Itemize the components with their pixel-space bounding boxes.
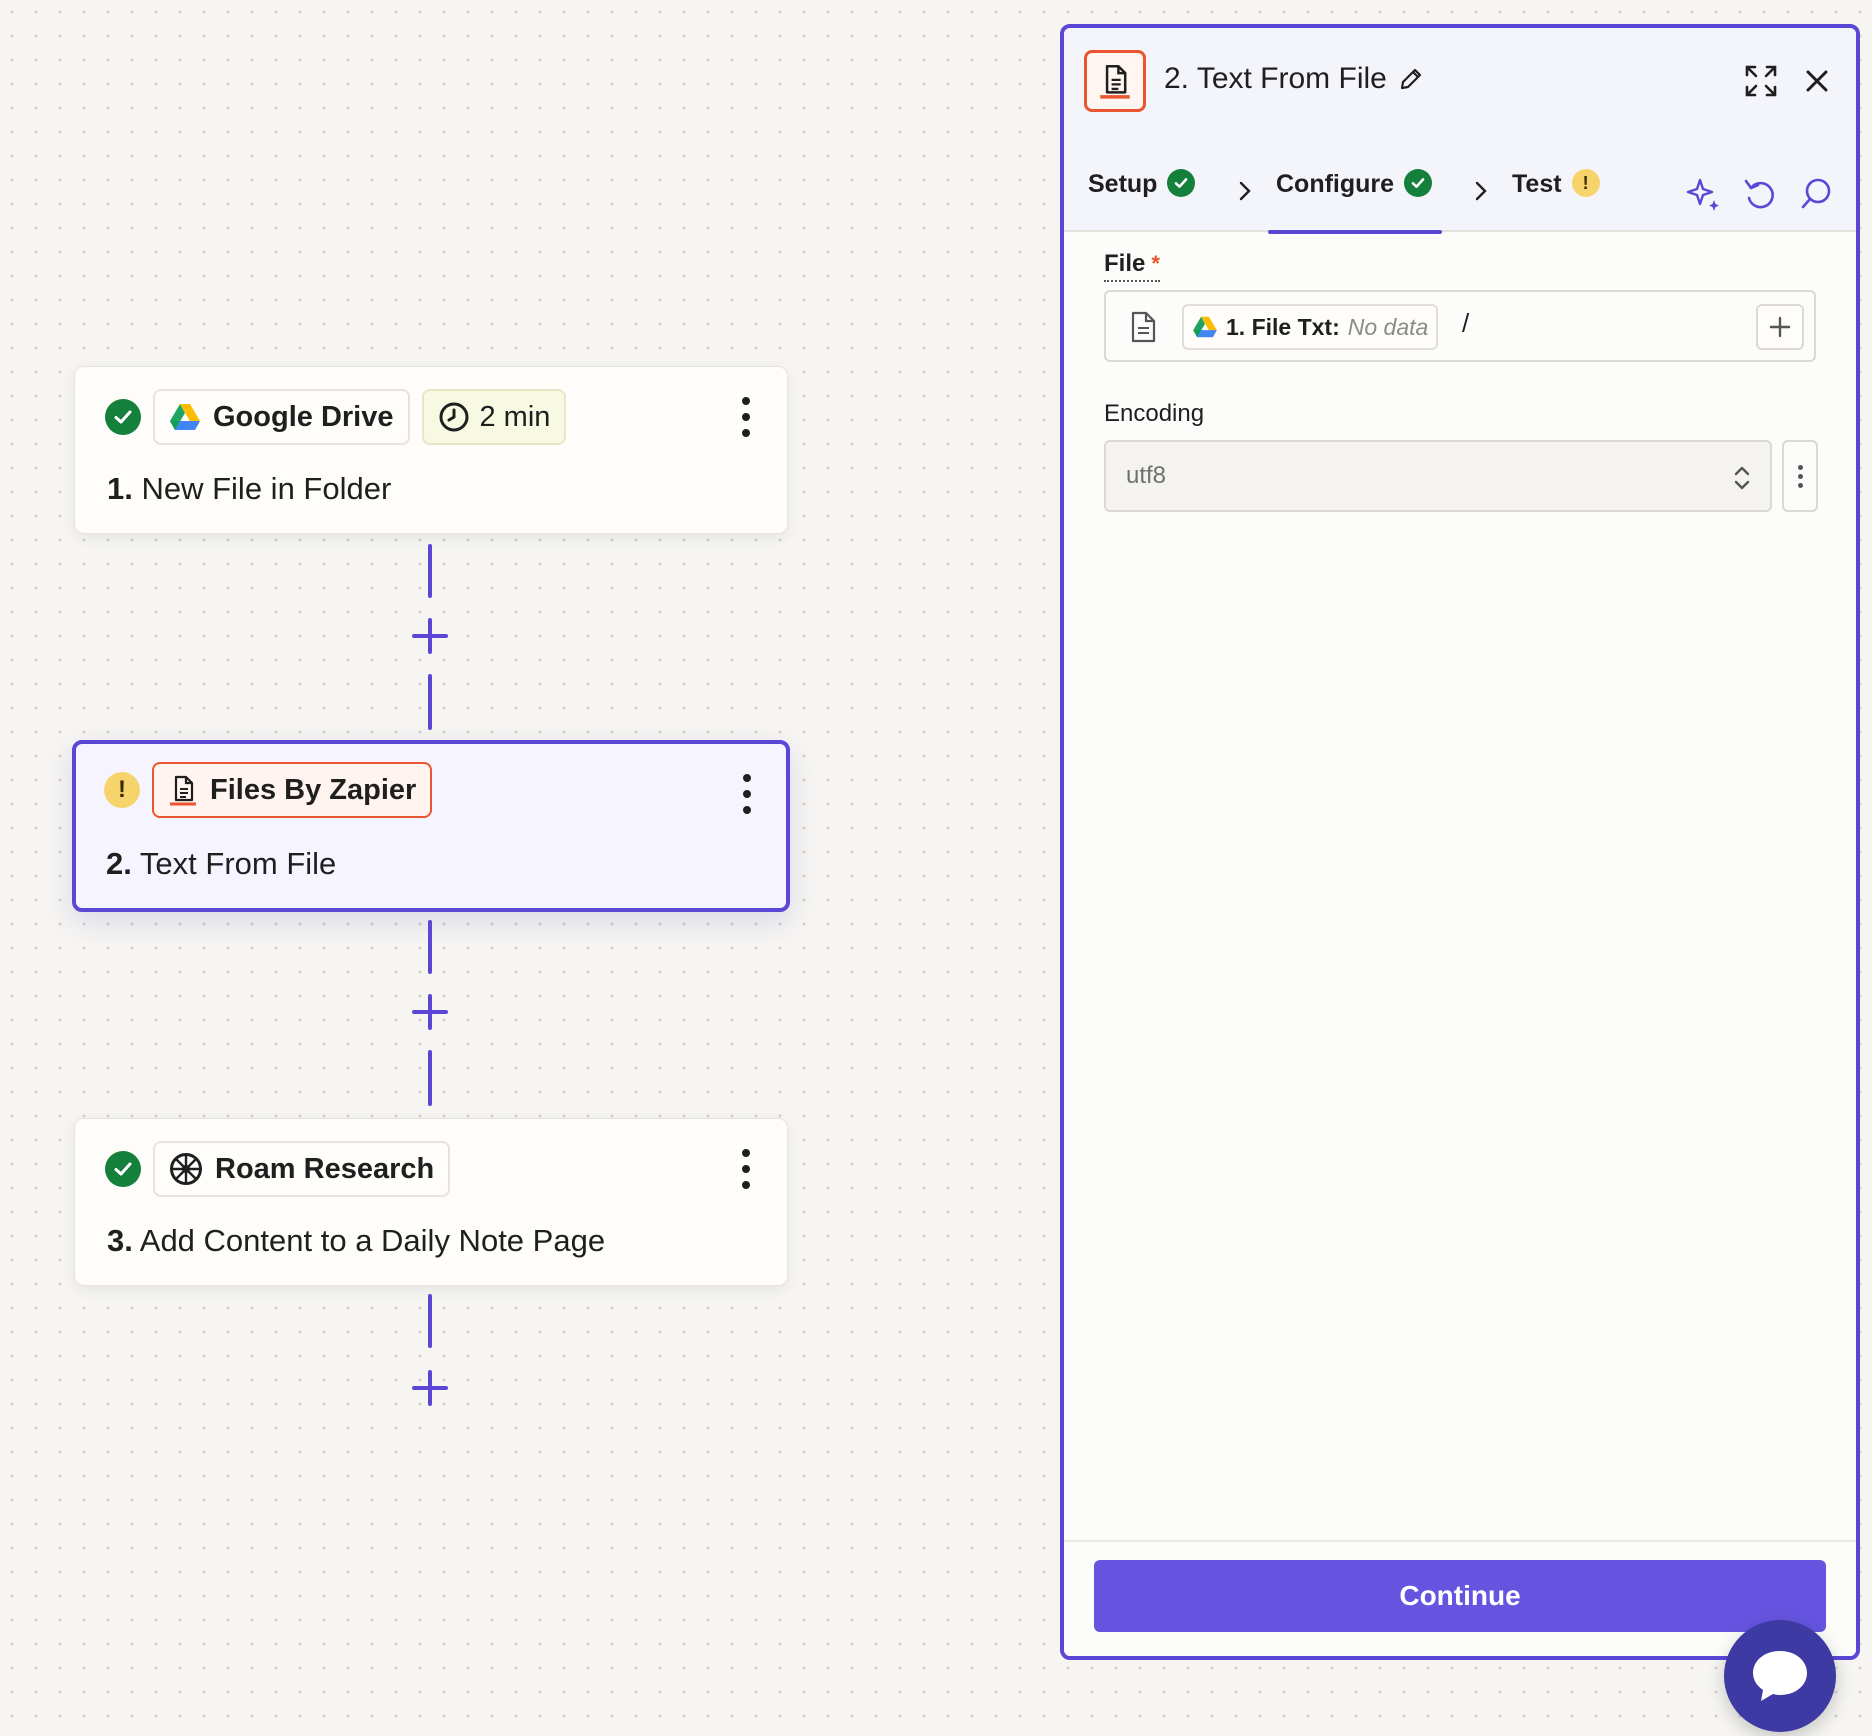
file-document-icon — [170, 775, 196, 806]
kebab-dot — [742, 1149, 750, 1157]
step-number: 1. — [107, 471, 133, 506]
tab-label: Setup — [1088, 170, 1158, 198]
kebab-dot — [743, 806, 751, 814]
connector-line — [428, 1294, 432, 1348]
step-editor-panel: 2. Text From File Setup Configure Test !… — [1060, 24, 1860, 1660]
required-asterisk: * — [1151, 251, 1160, 276]
pill-key: 1. File Txt: — [1226, 313, 1340, 340]
clock-icon — [439, 402, 468, 432]
step-title-text: Add Content to a Daily Note Page — [139, 1223, 606, 1258]
file-document-icon — [1131, 311, 1156, 343]
comment-icon[interactable] — [1798, 176, 1834, 212]
tab-label: Configure — [1276, 170, 1395, 198]
add-step-plus-icon[interactable] — [411, 617, 449, 655]
kebab-dot — [1797, 473, 1803, 479]
ai-sparkle-icon[interactable] — [1686, 176, 1722, 212]
warning-icon: ! — [1571, 169, 1600, 197]
connector-line — [428, 1050, 432, 1106]
plus-icon — [1769, 316, 1791, 338]
add-step-plus-icon[interactable] — [411, 993, 449, 1031]
chevron-right-icon — [1475, 181, 1487, 201]
file-document-icon — [1100, 65, 1130, 99]
step-menu-button[interactable] — [739, 1149, 753, 1189]
step-tabs: Setup Configure Test ! — [1064, 128, 1856, 234]
step-menu-button[interactable] — [739, 397, 753, 437]
encoding-selected-value: utf8 — [1126, 462, 1167, 489]
app-chip-files-by-zapier[interactable]: Files By Zapier — [152, 762, 433, 818]
step-card-2[interactable]: ! Files By Zapier 2. Text From File — [72, 740, 790, 912]
continue-button[interactable]: Continue — [1094, 1560, 1826, 1632]
tab-setup[interactable]: Setup — [1088, 160, 1196, 232]
step-title: 1. New File in Folder — [107, 471, 391, 507]
panel-title: 2. Text From File — [1164, 62, 1387, 95]
connector-line — [428, 544, 432, 598]
step-title: 3. Add Content to a Daily Note Page — [107, 1223, 605, 1259]
add-step-plus-icon[interactable] — [411, 1369, 449, 1407]
kebab-dot — [742, 1181, 750, 1189]
roam-research-icon — [170, 1153, 202, 1185]
panel-footer: Continue — [1064, 1540, 1856, 1656]
kebab-dot — [742, 413, 750, 421]
file-field-input[interactable]: 1. File Txt: No data / — [1104, 290, 1816, 362]
step-menu-button[interactable] — [740, 774, 754, 814]
field-label-text: Encoding — [1104, 400, 1205, 427]
timer-label: 2 min — [479, 400, 551, 433]
google-drive-icon — [1193, 316, 1217, 338]
success-check-icon — [1167, 169, 1196, 197]
polling-interval-badge[interactable]: 2 min — [421, 389, 567, 445]
file-field-label: File* — [1104, 250, 1160, 282]
encoding-options-menu-button[interactable] — [1782, 440, 1818, 512]
step-title-text: New File in Folder — [141, 471, 392, 506]
success-check-icon — [105, 1151, 141, 1187]
step-number: 3. — [107, 1223, 133, 1258]
encoding-select[interactable]: utf8 — [1104, 440, 1772, 512]
undo-history-icon[interactable] — [1742, 176, 1778, 212]
kebab-dot — [1797, 464, 1803, 470]
step-card-3[interactable]: Roam Research 3. Add Content to a Daily … — [74, 1118, 788, 1286]
connector-line — [428, 920, 432, 974]
field-label-text: File — [1104, 250, 1146, 277]
pill-value: No data — [1347, 313, 1429, 340]
tab-label: Test — [1512, 170, 1562, 198]
app-name: Roam Research — [215, 1152, 435, 1185]
tab-configure[interactable]: Configure — [1267, 160, 1443, 234]
file-field-suffix-text: / — [1462, 308, 1470, 338]
app-name: Google Drive — [213, 400, 394, 433]
mapped-field-pill[interactable]: 1. File Txt: No data — [1182, 304, 1439, 350]
kebab-dot — [742, 397, 750, 405]
google-drive-icon — [170, 404, 200, 430]
success-check-icon — [1404, 169, 1433, 197]
kebab-dot — [743, 774, 751, 782]
app-chip-roam-research[interactable]: Roam Research — [153, 1141, 451, 1197]
chevron-right-icon — [1239, 181, 1251, 201]
success-check-icon — [105, 399, 141, 435]
kebab-dot — [742, 429, 750, 437]
files-by-zapier-app-icon — [1084, 50, 1146, 112]
connector-line — [428, 674, 432, 730]
step-number: 2. — [106, 846, 132, 881]
tab-test[interactable]: Test ! — [1512, 160, 1600, 232]
kebab-dot — [1797, 482, 1803, 488]
select-updown-chevron-icon — [1734, 466, 1750, 490]
step-title: 2. Text From File — [106, 846, 336, 882]
pencil-edit-icon[interactable] — [1398, 66, 1424, 92]
app-name: Files By Zapier — [210, 773, 417, 806]
warning-icon: ! — [104, 772, 140, 808]
insert-data-button[interactable] — [1756, 304, 1804, 350]
app-chip-google-drive[interactable]: Google Drive — [153, 389, 410, 445]
expand-icon[interactable] — [1744, 64, 1778, 98]
kebab-dot — [742, 1165, 750, 1173]
chat-bubble-icon — [1753, 1651, 1807, 1701]
step-card-1[interactable]: Google Drive 2 min 1. New File in Folder — [74, 366, 788, 534]
close-icon[interactable] — [1804, 68, 1830, 94]
support-chat-button[interactable] — [1724, 1620, 1836, 1732]
step-title-text: Text From File — [139, 846, 337, 881]
kebab-dot — [743, 790, 751, 798]
panel-header: 2. Text From File — [1064, 28, 1856, 128]
encoding-field-label: Encoding — [1104, 400, 1204, 428]
